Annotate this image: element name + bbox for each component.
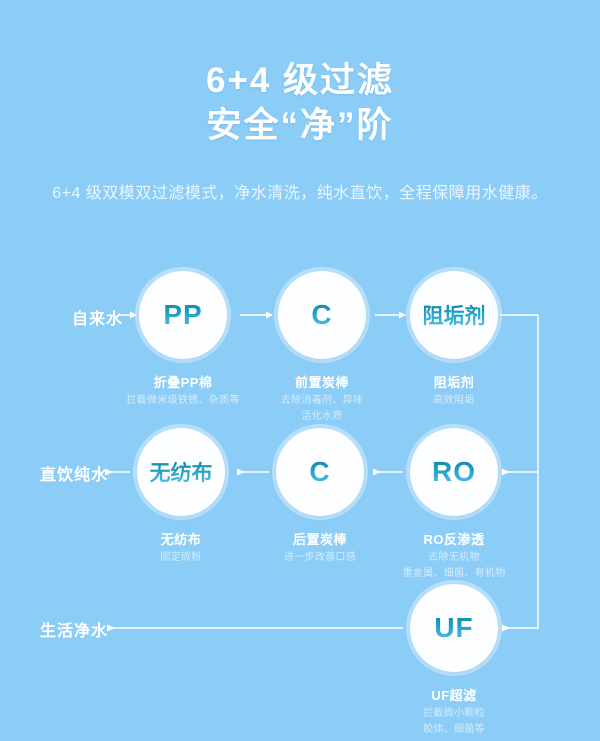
filter-node-pre-carbon[interactable]: C 前置炭棒 去除消毒剂、异味 活化水质 <box>251 271 393 424</box>
filter-subcaption-ro-2: 重金属、细菌、有机物 <box>402 568 506 579</box>
filter-caption-pre-carbon: 前置炭棒 <box>294 375 349 390</box>
inlet-label: 自来水 <box>72 311 124 328</box>
filter-subcaption-antiscalant-1: 高效阻垢 <box>433 395 475 406</box>
filter-subcaption-nonwoven-1: 固定碳粉 <box>160 552 202 563</box>
filter-bubble-ro[interactable]: RO <box>410 428 498 516</box>
filter-symbol-uf: UF <box>434 612 474 643</box>
filter-caption-post-carbon: 后置炭棒 <box>292 532 347 547</box>
filter-symbol-antiscalant: 阻垢剂 <box>423 300 486 330</box>
filter-bubble-post-carbon[interactable]: C <box>276 428 364 516</box>
filter-caption-pp: 折叠PP棉 <box>153 375 213 390</box>
filter-caption-antiscalant: 阻垢剂 <box>433 375 475 390</box>
filter-bubble-uf[interactable]: UF <box>410 584 498 672</box>
filter-node-post-carbon[interactable]: C 后置炭棒 进一步改善口感 <box>249 428 391 565</box>
filter-subcaption-pre-carbon-2: 活化水质 <box>301 411 343 422</box>
filter-caption-uf: UF超滤 <box>431 688 477 703</box>
filter-subcaption-uf-2: 胶体、细菌等 <box>423 724 485 735</box>
filter-subcaption-pre-carbon-1: 去除消毒剂、异味 <box>280 395 364 406</box>
filter-subcaption-post-carbon-1: 进一步改善口感 <box>283 552 357 563</box>
filter-node-nonwoven[interactable]: 无纺布 无纺布 固定碳粉 <box>110 428 252 565</box>
filter-symbol-post-carbon: C <box>309 456 331 487</box>
filter-bubble-nonwoven[interactable]: 无纺布 <box>137 428 225 516</box>
filter-symbol-pp: PP <box>163 299 203 330</box>
filter-symbol-pre-carbon: C <box>311 299 333 330</box>
filter-node-antiscalant[interactable]: 阻垢剂 阻垢剂 高效阻垢 <box>383 271 525 408</box>
filter-subcaption-ro-1: 去除无机物 <box>428 552 480 563</box>
filter-caption-ro: RO反渗透 <box>423 532 485 547</box>
filter-node-pp[interactable]: PP 折叠PP棉 拦截微米级铁锈、杂质等 <box>112 271 254 408</box>
filter-subcaption-pp-1: 拦截微米级铁锈、杂质等 <box>126 395 240 406</box>
page-subtitle: 6+4 级双模双过滤模式，净水清洗，纯水直饮，全程保障用水健康。 <box>52 185 548 202</box>
filter-subcaption-uf-1: 拦截微小颗粒 <box>423 708 485 719</box>
filter-bubble-pp[interactable]: PP <box>139 271 227 359</box>
living-water-outlet-label: 生活净水 <box>40 623 109 640</box>
page-title: 6+4 级过滤 安全“净”阶 <box>0 58 600 148</box>
filter-node-ro[interactable]: RO RO反渗透 去除无机物 重金属、细菌、有机物 <box>383 428 525 581</box>
filter-symbol-nonwoven: 无纺布 <box>150 457 213 487</box>
filter-caption-nonwoven: 无纺布 <box>160 532 202 547</box>
title-line-2: 安全“净”阶 <box>206 106 394 145</box>
filter-bubble-antiscalant[interactable]: 阻垢剂 <box>410 271 498 359</box>
filter-symbol-ro: RO <box>432 456 476 487</box>
pure-water-outlet-label: 直饮纯水 <box>40 467 109 484</box>
filter-bubble-pre-carbon[interactable]: C <box>278 271 366 359</box>
filter-node-uf[interactable]: UF UF超滤 拦截微小颗粒 胶体、细菌等 <box>383 584 525 737</box>
title-line-1: 6+4 级过滤 <box>205 61 395 100</box>
